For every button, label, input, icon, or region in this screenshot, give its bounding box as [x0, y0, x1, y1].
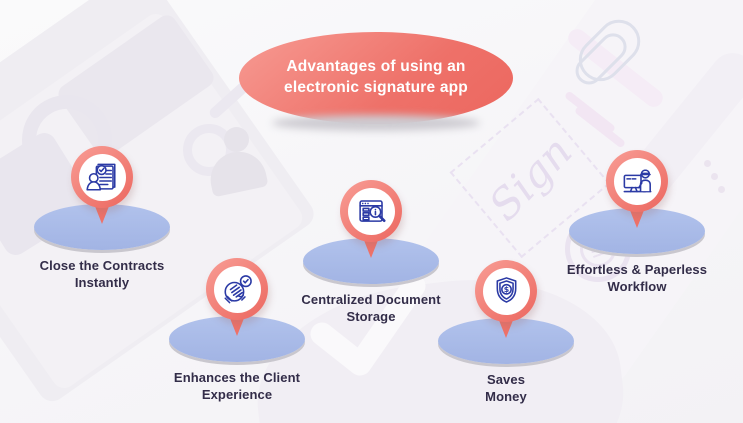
background-document-shape — [54, 11, 218, 161]
pin-label-line: Centralized Document — [301, 292, 441, 307]
pin-label: Centralized Document Storage — [281, 292, 461, 326]
pin-label: Close the Contracts Instantly — [12, 258, 192, 292]
handshake-badge-icon — [213, 265, 261, 313]
pin-label-line: Enhances the Client — [173, 370, 301, 385]
map-pin — [340, 180, 402, 242]
pin-label-line: Storage — [346, 308, 396, 324]
title-banner: Advantages of using an electronic signat… — [239, 32, 513, 124]
highlight-stripe — [564, 25, 667, 111]
map-pin — [206, 258, 268, 320]
title-line-1: Advantages of using an — [286, 58, 466, 76]
highlight-stripe — [573, 105, 627, 149]
paperclip-icon — [575, 19, 641, 85]
pin-label-line: Money — [485, 388, 527, 404]
dots-decoration — [718, 186, 725, 193]
pin-label: Effortless & Paperless Workflow — [547, 262, 727, 296]
map-pin — [71, 146, 133, 208]
svg-text:$: $ — [503, 285, 508, 294]
key-shape — [172, 113, 246, 187]
map-pin: $ — [475, 260, 537, 322]
person-silhouette — [205, 146, 269, 198]
map-pin — [606, 150, 668, 212]
pin-label: Enhances the Client Experience — [147, 370, 327, 404]
pin-label-line: Experience — [201, 386, 273, 402]
sign-watermark-text: Sign — [478, 126, 582, 230]
pin-label-line: Saves — [486, 372, 526, 387]
pin-label-line: Workflow — [607, 278, 667, 294]
pin-label-line: Close the Contracts — [39, 258, 165, 273]
dots-decoration — [704, 160, 711, 167]
contract-check-icon — [78, 153, 126, 201]
money-shield-icon: $ — [482, 267, 530, 315]
pin-label-line: Effortless & Paperless — [566, 262, 708, 277]
pin-label: Saves Money — [416, 372, 596, 406]
person-computer-icon — [613, 157, 661, 205]
pin-label-line: Instantly — [74, 274, 130, 290]
highlight-stripe — [563, 90, 617, 134]
document-search-icon — [347, 187, 395, 235]
title-line-2: electronic signature app — [284, 79, 468, 96]
person-silhouette — [224, 127, 249, 152]
dots-decoration — [711, 173, 718, 180]
